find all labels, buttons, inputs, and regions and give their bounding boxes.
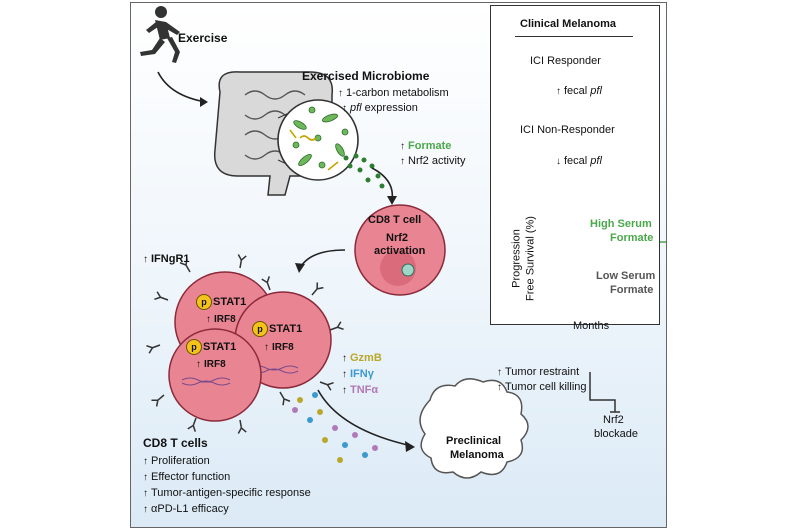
microbiome-circle-icon: [277, 99, 359, 181]
high-serum-label: High Serum: [590, 218, 652, 230]
survival-yaxis-line2: Free Survival (%): [524, 216, 537, 301]
runner-icon: [140, 6, 180, 63]
cd8-bottom-item: ↑Effector function: [143, 471, 231, 483]
cd8-bottom-item: ↑Tumor-antigen-specific response: [143, 487, 311, 499]
irf8-label-2: ↑IRF8: [264, 342, 294, 353]
clinical-melanoma-panel: [490, 5, 660, 325]
melanoma-blob-icon: [419, 378, 529, 479]
microbiome-title: Exercised Microbiome: [302, 69, 430, 83]
formate-dots: [343, 153, 385, 189]
cd8-bottom-item: ↑αPD-L1 efficacy: [143, 503, 229, 515]
clinical-title: Clinical Melanoma: [520, 18, 616, 30]
gzmb-label: ↑GzmB: [342, 352, 382, 364]
cd8-top-activation: activation: [374, 245, 426, 257]
cd8-arrow: [299, 249, 346, 269]
receptor-icon: [179, 258, 191, 273]
melanoma-line2: Melanoma: [450, 449, 504, 461]
microbiome-line2: ↑pfl expression: [342, 102, 418, 114]
exercise-label: Exercise: [178, 31, 228, 45]
receptor-icon: [154, 291, 169, 301]
nrf2-blockade-label-1: Nrf2: [603, 414, 624, 426]
ifny-label: ↑IFNγ: [342, 368, 374, 380]
microbiome-line1: ↑1-carbon metabolism: [338, 87, 449, 99]
receptor-icon: [261, 276, 271, 291]
receptor-icon: [279, 391, 291, 406]
responder-label: ICI Responder: [530, 55, 601, 67]
clinical-title-underline: [515, 36, 633, 37]
receptor-icon: [329, 321, 344, 331]
nonresponder-fecal-label: ↓fecal pfl: [556, 155, 602, 167]
cd8-top-title: CD8 T cell: [368, 214, 422, 226]
formate-label: ↑Formate: [400, 140, 452, 152]
high-formate-label: Formate: [610, 232, 654, 244]
receptor-icon: [146, 344, 161, 354]
tumor-restraint-label: ↑Tumor restraint: [497, 366, 580, 378]
survival-xaxis-label: Months: [573, 320, 610, 332]
nonresponder-label: ICI Non-Responder: [520, 124, 615, 136]
receptor-icon: [237, 419, 247, 434]
receptor-icon: [151, 394, 165, 407]
ifngr1-label: ↑IFNgR1: [143, 253, 190, 265]
exercise-arrow: [157, 71, 207, 103]
low-serum-label: Low Serum: [596, 270, 656, 282]
ifngr1-receptors: [146, 254, 344, 434]
tnfa-label: ↑TNFα: [342, 384, 379, 396]
nrf2-blockade-label-2: blockade: [594, 428, 639, 440]
receptor-icon: [319, 381, 334, 391]
nrf2-activity-label: ↑Nrf2 activity: [400, 155, 466, 167]
melanoma-line1: Preclinical: [446, 435, 502, 447]
cytokine-arrow: [317, 389, 413, 447]
responder-fecal-label: ↑fecal pfl: [556, 85, 602, 97]
irf8-label-1: ↑IRF8: [206, 314, 236, 325]
receptor-icon: [311, 282, 324, 296]
receptor-icon: [237, 254, 247, 269]
cd8-top-nrf2: Nrf2: [386, 232, 409, 244]
cytokine-dots: [292, 392, 378, 463]
cd8-top-cell-icon: [354, 204, 446, 296]
low-formate-label: Formate: [610, 284, 654, 296]
receptor-icon: [187, 417, 197, 432]
cd8-bottom-title: CD8 T cells: [143, 436, 208, 450]
inhibition-bracket: [589, 372, 620, 413]
cd8-bottom-item: ↑Proliferation: [143, 455, 210, 467]
irf8-label-3: ↑IRF8: [196, 359, 226, 370]
tumor-killing-label: ↑Tumor cell killing: [497, 381, 587, 393]
survival-yaxis-line1: Progression: [510, 229, 523, 288]
